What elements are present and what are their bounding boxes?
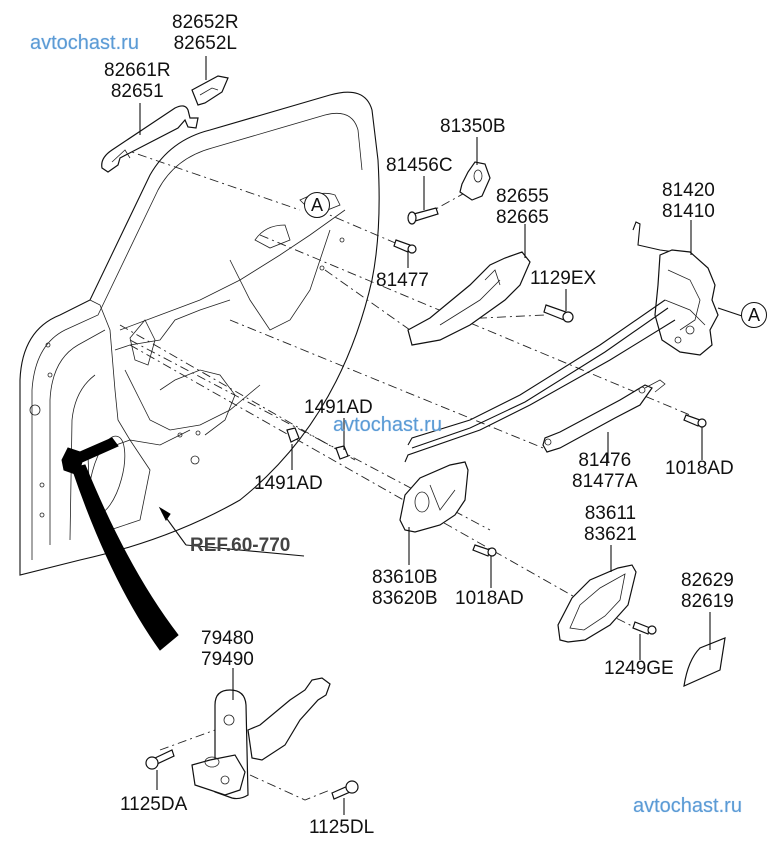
clip-1491ad-right: [335, 445, 349, 460]
callout-marker-a-right: A: [741, 302, 767, 328]
label-screw-1249ge: 1249GE: [604, 658, 674, 679]
watermark-bottom: avtochast.ru: [633, 795, 742, 817]
door-checker: [191, 677, 331, 800]
bolt-1129ex: [543, 304, 574, 323]
label-screw-1018ad-lower: 1018AD: [455, 588, 524, 609]
label-bolt-1129ex: 1129EX: [530, 268, 597, 289]
reference-label: REF.60-770: [190, 535, 291, 556]
door-panel: [19, 91, 380, 576]
label-screw-81477: 81477: [376, 270, 429, 291]
label-striker-screw: 81456C: [386, 155, 453, 176]
label-striker-plate: 81350B: [440, 116, 506, 137]
bolt-1125da: [145, 749, 175, 770]
screw-81456c: [407, 207, 439, 225]
label-clip-lower: 1491AD: [254, 473, 323, 494]
checker-pointer: [61, 437, 179, 651]
inside-handle: [399, 461, 469, 533]
label-clip-upper: 1491AD: [304, 397, 373, 418]
watermark-middle: avtochast.ru: [333, 414, 442, 436]
outside-handle: [101, 105, 199, 173]
screw-81477: [393, 239, 417, 254]
label-bolt-1125dl: 1125DL: [309, 817, 375, 838]
outside-handle-cover: [191, 75, 229, 106]
callout-marker-a-left: A: [304, 192, 330, 218]
striker-plate: [459, 161, 491, 201]
latch-cables: [404, 299, 676, 463]
assembly-lines: [119, 147, 691, 801]
screw-1249ge: [632, 621, 657, 635]
handle-bracket: [407, 251, 531, 346]
cover-pad: [683, 637, 726, 687]
clip-1491ad-left: [286, 427, 300, 443]
label-screw-1018ad-right: 1018AD: [665, 458, 734, 479]
screw-1018ad-right: [683, 414, 707, 428]
screw-1018ad-lower: [472, 544, 497, 557]
label-bolt-1125da: 1125DA: [120, 794, 188, 815]
inside-handle-bezel: [557, 564, 637, 643]
watermark-top: avtochast.ru: [30, 32, 139, 54]
leader-lines: [139, 56, 711, 815]
ref-arrow: [158, 506, 305, 557]
door-latch: [632, 221, 743, 356]
latch-cable-bracket: [542, 379, 666, 453]
bolt-1125dl: [331, 780, 359, 800]
